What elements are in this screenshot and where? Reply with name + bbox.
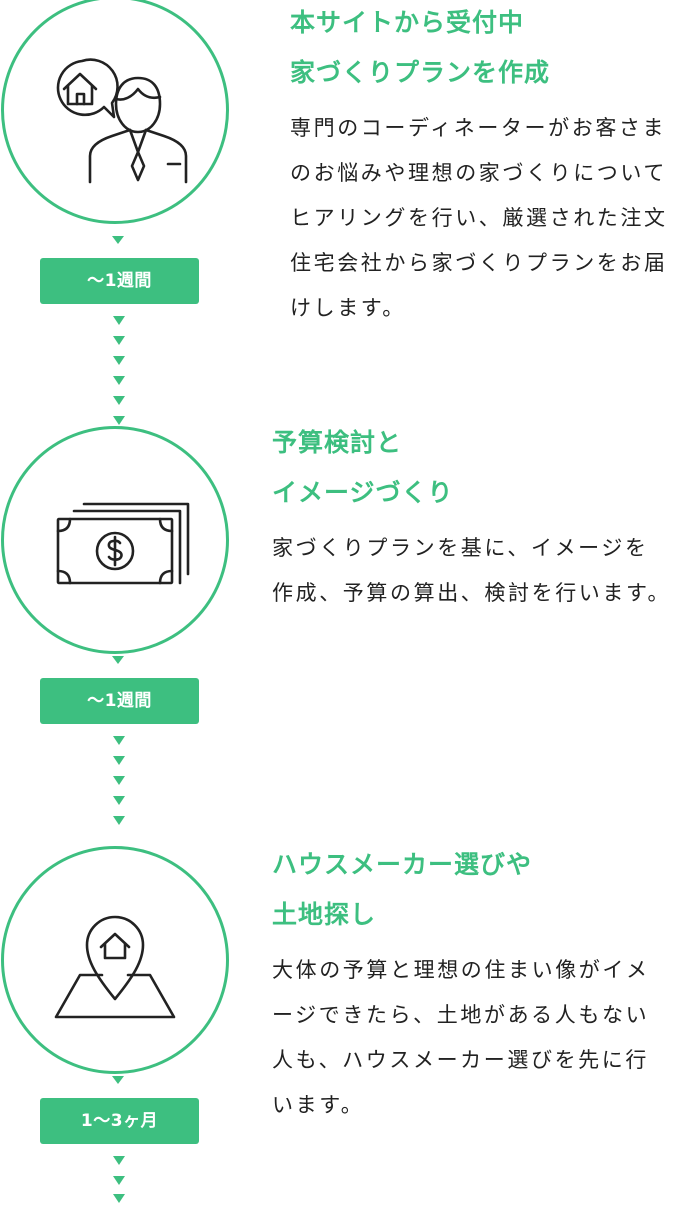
step-3-icon-circle (1, 846, 229, 1074)
down-arrow-icon (113, 736, 125, 745)
circle-pointer (112, 656, 124, 664)
step-1-icon-circle (1, 0, 229, 224)
step-2-description: 家づくりプランを基に、イメージを作成、予算の算出、検討を行います。 (272, 536, 672, 605)
down-arrow-icon (113, 316, 125, 325)
step-2-duration-badge: 〜1週間 (40, 678, 199, 724)
step-3-description: 大体の予算と理想の住まい像がイメージできたら、土地がある人もない人も、ハウスメー… (272, 958, 650, 1117)
step-1-duration-badge: 〜1週間 (40, 258, 199, 304)
down-arrow-icon (113, 416, 125, 425)
consultant-house-icon (56, 58, 188, 184)
step-1-title: 本サイトから受付中 家づくりプランを作成 (290, 8, 551, 87)
step-2-title: 予算検討と イメージづくり (272, 428, 454, 507)
step-3-duration-badge: 1〜3ヶ月 (40, 1098, 199, 1144)
down-arrow-icon (113, 1194, 125, 1203)
down-arrow-icon (113, 356, 125, 365)
down-arrow-icon (113, 1176, 125, 1185)
down-arrow-icon (113, 776, 125, 785)
down-arrow-icon (113, 796, 125, 805)
step-2-icon-circle (1, 426, 229, 654)
money-bills-icon (56, 502, 190, 585)
step-3-title: ハウスメーカー選びや 土地探し (272, 850, 533, 929)
step-1-description: 専門のコーディネーターがお客さまのお悩みや理想の家づくりについてヒアリングを行い… (290, 116, 668, 320)
down-arrow-icon (113, 816, 125, 825)
circle-pointer (112, 236, 124, 244)
down-arrow-icon (113, 336, 125, 345)
down-arrow-icon (113, 1156, 125, 1165)
map-pin-house-icon (54, 915, 176, 1019)
circle-pointer (112, 1076, 124, 1084)
down-arrow-icon (113, 756, 125, 765)
down-arrow-icon (113, 376, 125, 385)
down-arrow-icon (113, 396, 125, 405)
